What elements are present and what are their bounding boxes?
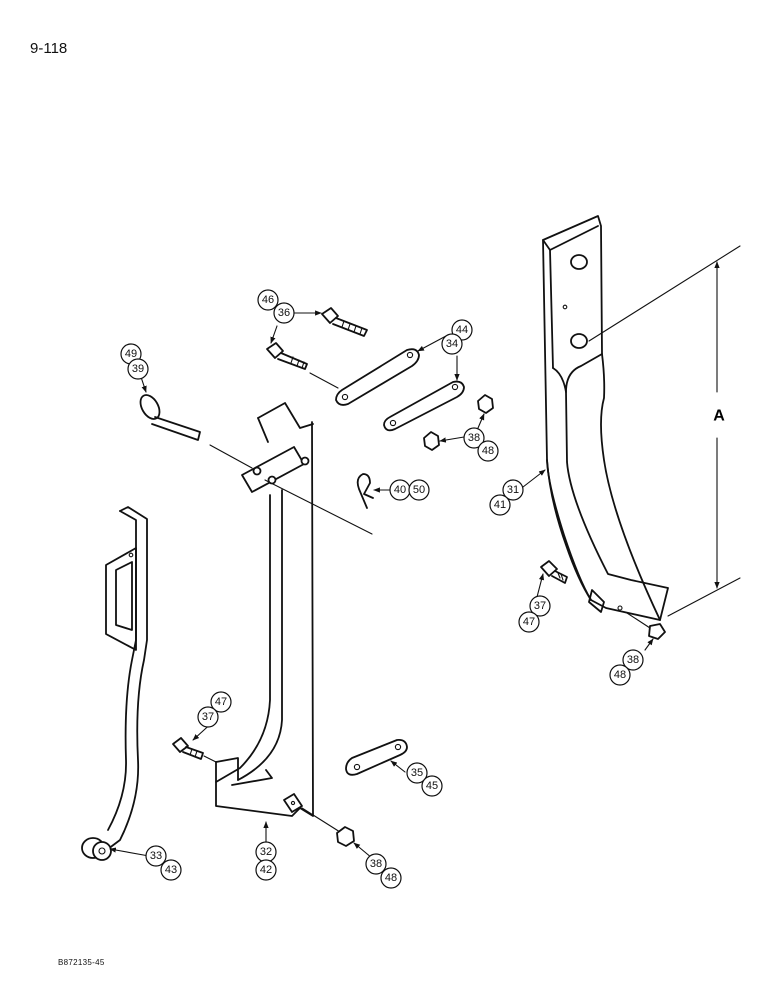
svg-text:46: 46 <box>262 294 274 306</box>
svg-text:38: 38 <box>627 654 639 666</box>
shank-part <box>542 215 669 621</box>
leaders <box>109 310 654 859</box>
svg-text:40: 40 <box>394 484 406 496</box>
svg-text:50: 50 <box>413 484 425 496</box>
nuts-links <box>423 394 494 451</box>
bolts-36 <box>266 307 368 389</box>
svg-text:37: 37 <box>202 711 214 723</box>
svg-text:48: 48 <box>614 669 626 681</box>
spring-clip <box>356 473 374 509</box>
svg-text:48: 48 <box>482 445 494 457</box>
page-number: 9-118 <box>30 40 68 57</box>
shank-bolt <box>540 560 666 640</box>
link-plate-35 <box>345 738 408 776</box>
holder-bracket <box>215 402 373 847</box>
svg-text:42: 42 <box>260 864 272 876</box>
svg-text:39: 39 <box>132 363 144 375</box>
callout-46-36: 46 36 <box>257 289 295 324</box>
document-code: B872135-45 <box>58 958 105 967</box>
callout-38-48-bracket: 38 48 <box>365 853 402 889</box>
callout-37-47-shank: 37 47 <box>518 595 551 633</box>
svg-text:32: 32 <box>260 846 272 858</box>
dimension-a-label: A <box>713 408 725 425</box>
svg-text:31: 31 <box>507 484 519 496</box>
svg-text:41: 41 <box>494 499 506 511</box>
callout-33-43: 33 43 <box>145 845 182 881</box>
svg-text:38: 38 <box>468 432 480 444</box>
callout-44-34: 44 34 <box>441 319 473 355</box>
svg-text:45: 45 <box>426 780 438 792</box>
svg-text:47: 47 <box>215 696 227 708</box>
callout-49-39: 49 39 <box>120 343 149 380</box>
gauge-arm <box>81 506 148 861</box>
svg-text:38: 38 <box>370 858 382 870</box>
callout-35-45: 35 45 <box>406 762 443 797</box>
callout-32-42: 32 42 <box>255 841 277 881</box>
svg-text:44: 44 <box>456 324 468 336</box>
svg-text:43: 43 <box>165 864 177 876</box>
callout-38-48-links: 38 48 <box>463 427 499 462</box>
svg-text:47: 47 <box>523 616 535 628</box>
svg-text:49: 49 <box>125 348 137 360</box>
eye-pin <box>139 394 253 469</box>
callout-47-37: 47 37 <box>197 691 232 728</box>
svg-text:35: 35 <box>411 767 423 779</box>
dimension-a: A <box>588 245 741 617</box>
svg-text:36: 36 <box>278 307 290 319</box>
callout-38-48-shank: 38 48 <box>609 649 644 686</box>
svg-text:37: 37 <box>534 600 546 612</box>
link-plates <box>335 348 465 432</box>
callout-40-50: 40 50 <box>389 479 430 501</box>
svg-text:48: 48 <box>385 872 397 884</box>
bracket-bolt <box>172 737 217 763</box>
svg-text:34: 34 <box>446 338 458 350</box>
callout-31-41: 31 41 <box>489 479 524 516</box>
svg-text:33: 33 <box>150 850 162 862</box>
